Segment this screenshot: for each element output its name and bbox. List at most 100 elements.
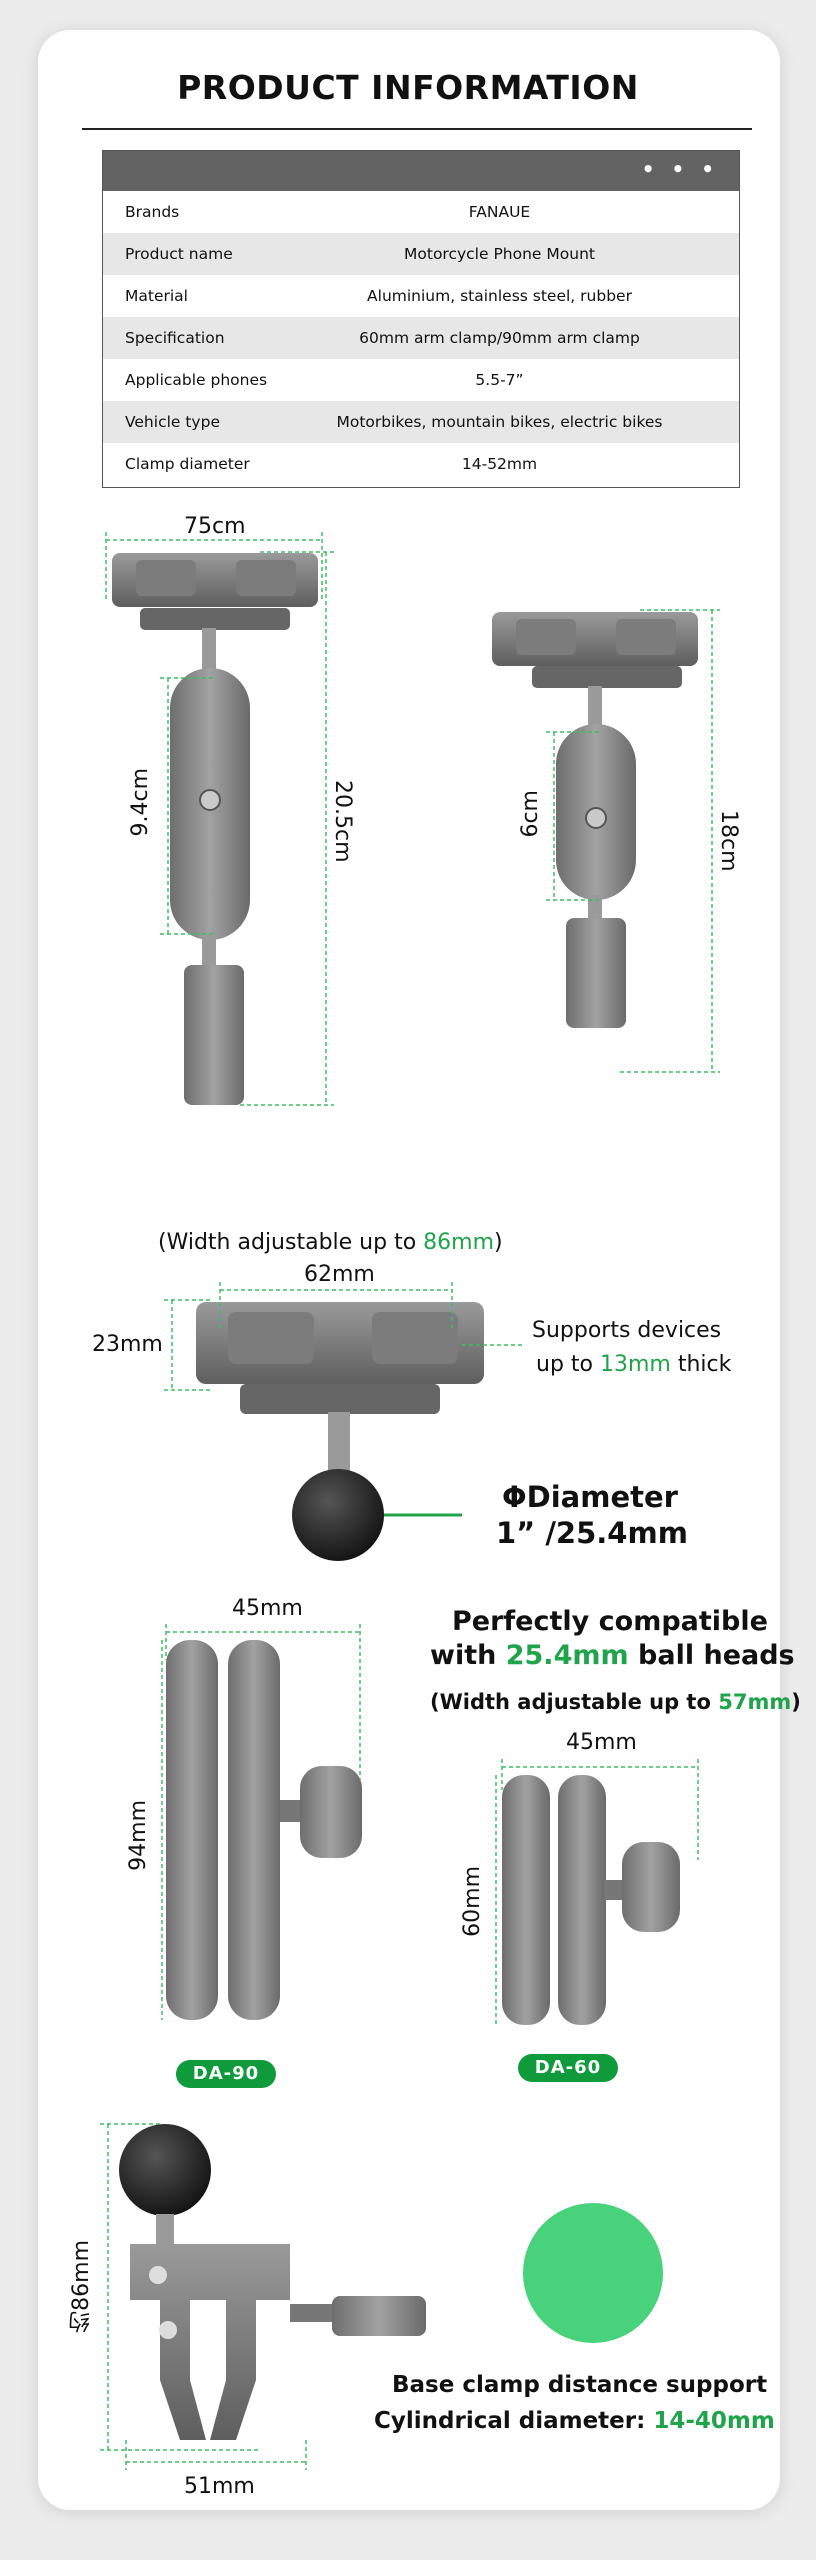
- spec-value: 5.5-7”: [475, 371, 524, 389]
- phone-holder-jaw-left: [136, 560, 196, 596]
- bar-clamp-shape: [566, 918, 626, 1028]
- clamp-support-value: 14-40mm: [653, 2408, 775, 2434]
- holder-height-label: 23mm: [92, 1332, 163, 1357]
- arms-width-note-prefix: (Width adjustable up to: [430, 1690, 719, 1714]
- spec-table: • • • Brands FANAUE Product name Motorcy…: [102, 150, 740, 488]
- holder-width-note-prefix: (Width adjustable up to: [158, 1230, 424, 1255]
- clamp-knob-shape: [332, 2296, 426, 2336]
- clamp-height-label: 约86mm: [69, 2240, 94, 2333]
- diameter-value: 1” /25.4mm: [496, 1516, 688, 1550]
- da90-width-label: 45mm: [232, 1596, 303, 1621]
- da90-height-label: 94mm: [126, 1800, 151, 1871]
- clamp-width-label: 51mm: [184, 2474, 255, 2499]
- phone-holder-drawing: [196, 1302, 484, 1561]
- spec-value: Motorcycle Phone Mount: [404, 245, 595, 263]
- holder-width-note-suffix: ): [494, 1230, 503, 1255]
- compat-value: 25.4mm: [505, 1640, 629, 1671]
- large-mount-dimension-lines: [105, 532, 334, 1106]
- large-mount-height-label: 20.5cm: [330, 780, 355, 863]
- phone-holder-jaw-left: [516, 619, 576, 655]
- rubber-ball-icon: [119, 2124, 211, 2216]
- ball-stem-shape: [202, 628, 216, 678]
- bar-clamp-dimension-lines: [100, 2123, 307, 2470]
- clamp-jaw-shape: [130, 2244, 290, 2440]
- spec-row-vehicle-type: Vehicle type Motorbikes, mountain bikes,…: [103, 401, 739, 443]
- title-divider: [82, 128, 752, 130]
- arms-width-note: (Width adjustable up to 57mm): [430, 1690, 801, 1714]
- arm-half-right: [558, 1775, 606, 2025]
- ball-stem-shape: [588, 686, 602, 736]
- spec-row-product-name: Product name Motorcycle Phone Mount: [103, 233, 739, 275]
- holder-support-suffix: thick: [670, 1352, 732, 1377]
- spec-value: Motorbikes, mountain bikes, electric bik…: [336, 413, 663, 431]
- clamp-hole-icon: [149, 2266, 167, 2284]
- spec-row-material: Material Aluminium, stainless steel, rub…: [103, 275, 739, 317]
- ball-stem-shape: [156, 2214, 174, 2244]
- spec-value: Aluminium, stainless steel, rubber: [367, 287, 632, 305]
- compat-prefix: with: [430, 1640, 506, 1671]
- spec-value: 60mm arm clamp/90mm arm clamp: [359, 329, 640, 347]
- arm-half-right: [228, 1640, 280, 2020]
- da60-dimension-lines: [495, 1759, 699, 2025]
- spec-value: FANAUE: [468, 203, 531, 221]
- spec-label: Vehicle type: [125, 413, 220, 431]
- arm-half-left: [166, 1640, 218, 2020]
- spec-label: Clamp diameter: [125, 455, 250, 473]
- phone-holder-jaw-right: [616, 619, 676, 655]
- da90-arm-drawing: [166, 1640, 362, 2020]
- spec-label: Specification: [125, 329, 225, 347]
- ball-stem-shape: [328, 1412, 350, 1476]
- holder-support-prefix: up to: [536, 1352, 600, 1377]
- da90-dimension-lines: [161, 1624, 361, 2020]
- spec-label: Product name: [125, 245, 233, 263]
- da60-badge: DA-60: [518, 2054, 618, 2082]
- small-mount-dimension-lines: [546, 609, 720, 1073]
- arms-width-note-suffix: ): [791, 1690, 801, 1714]
- compat-suffix: ball heads: [628, 1640, 795, 1671]
- clamp-diameter-circle: [523, 2203, 663, 2343]
- clamp-support-line2: Cylindrical diameter: 14-40mm: [374, 2408, 775, 2434]
- bar-clamp-shape: [184, 965, 244, 1105]
- clamp-support-line1: Base clamp distance support: [392, 2372, 768, 2398]
- compat-line1: Perfectly compatible: [452, 1606, 768, 1637]
- holder-support-line2: up to 13mm thick: [536, 1352, 731, 1377]
- large-mount-width-label: 75cm: [184, 514, 246, 539]
- spec-row-applicable-phones: Applicable phones 5.5-7”: [103, 359, 739, 401]
- spec-label: Material: [125, 287, 188, 305]
- phone-holder-jaw-right: [372, 1312, 458, 1364]
- holder-base-shape: [140, 608, 290, 630]
- spec-row-brands: Brands FANAUE: [103, 191, 739, 233]
- spec-row-specification: Specification 60mm arm clamp/90mm arm cl…: [103, 317, 739, 359]
- phone-holder-dimension-lines: [164, 1282, 522, 1391]
- da60-width-label: 45mm: [566, 1730, 637, 1755]
- holder-width-note: (Width adjustable up to 86mm): [158, 1230, 503, 1255]
- content-card: [38, 30, 780, 2510]
- rubber-ball-icon: [292, 1469, 384, 1561]
- page-title: PRODUCT INFORMATION: [177, 68, 639, 107]
- small-mount-drawing: [492, 612, 698, 1028]
- spec-value: 14-52mm: [461, 455, 538, 473]
- arm-knob-icon: [585, 807, 607, 829]
- holder-base-shape: [532, 666, 682, 688]
- arm-knob-shape: [622, 1842, 680, 1932]
- diameter-title: ΦDiameter: [502, 1480, 678, 1514]
- small-mount-arm-label: 6cm: [518, 790, 543, 838]
- phone-holder-jaw-left: [228, 1312, 314, 1364]
- da90-badge: DA-90: [176, 2060, 276, 2088]
- clamp-bolt-shape: [290, 2304, 340, 2322]
- da60-height-label: 60mm: [460, 1866, 485, 1937]
- holder-support-line1: Supports devices: [532, 1318, 722, 1343]
- large-mount-arm-label: 9.4cm: [128, 768, 153, 837]
- holder-support-value: 13mm: [599, 1352, 671, 1377]
- phone-holder-jaw-right: [236, 560, 296, 596]
- ball-stem-lower-shape: [588, 895, 602, 925]
- spec-table-header: • • •: [103, 151, 739, 191]
- clamp-hole-icon: [159, 2321, 177, 2339]
- compat-line2: with 25.4mm ball heads: [430, 1640, 795, 1671]
- holder-width-note-value: 86mm: [423, 1230, 495, 1255]
- spec-label: Brands: [125, 203, 180, 221]
- spec-row-clamp-diameter: Clamp diameter 14-52mm: [103, 443, 739, 485]
- more-dots-icon: • • •: [641, 157, 719, 181]
- arm-half-left: [502, 1775, 550, 2025]
